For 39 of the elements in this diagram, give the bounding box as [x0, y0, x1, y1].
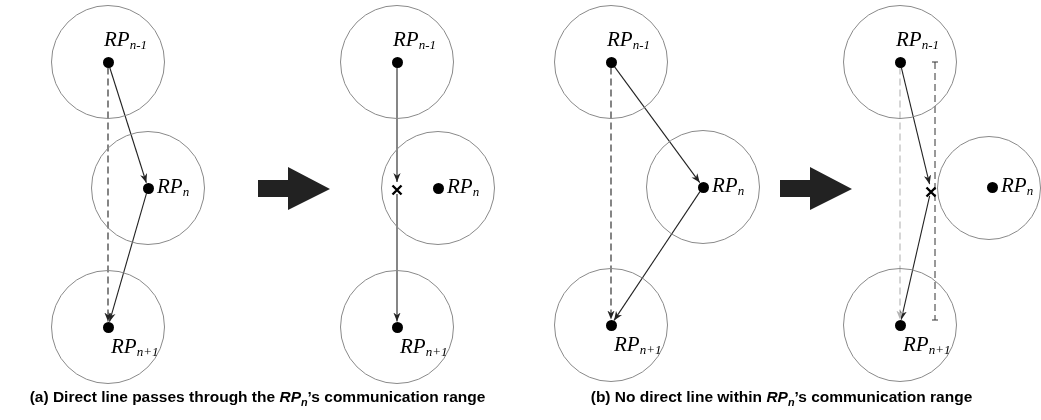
arrow	[108, 192, 148, 323]
point-dot	[142, 182, 154, 194]
dashed-arrow	[896, 66, 904, 321]
point-dot	[986, 181, 998, 193]
arrow	[900, 66, 931, 185]
point-label: RP$_{n+1}$	[400, 336, 448, 359]
point-label: RP$_{n}$	[1001, 175, 1034, 198]
arrow	[393, 66, 401, 183]
point-label: RP$_{n+1}$	[111, 336, 159, 359]
dashed-arrow	[104, 66, 112, 323]
arrow	[109, 66, 148, 184]
point-label: RP$_{n+1}$	[903, 334, 951, 357]
point-label: RP$_{n-1}$	[607, 29, 650, 52]
point-label: RP$_{n}$	[157, 176, 190, 199]
point-dot	[605, 319, 617, 331]
arrow	[613, 65, 701, 184]
point-label: RP$_{n-1}$	[393, 29, 436, 52]
arrow	[393, 193, 401, 323]
figure-caption: (b) No direct line within RP$_{n}$’s communication range	[589, 388, 974, 409]
cross-mark	[391, 182, 403, 194]
point-label: RP$_{n}$	[447, 176, 480, 199]
point-dot	[894, 319, 906, 331]
point-label: RP$_{n+1}$	[614, 334, 662, 357]
point-label: RP$_{n-1}$	[896, 29, 939, 52]
arrow	[899, 195, 931, 321]
point-dot	[605, 56, 617, 68]
point-dot	[894, 56, 906, 68]
point-dot	[391, 321, 403, 333]
arrow	[613, 191, 701, 321]
point-dot	[391, 56, 403, 68]
figure-caption: (a) Direct line passes through the RP$_{n}$’s communication range	[28, 388, 487, 409]
point-label: RP$_{n}$	[712, 175, 745, 198]
cross-mark	[925, 184, 937, 196]
point-dot	[102, 321, 114, 333]
point-dot	[102, 56, 114, 68]
point-dot	[432, 182, 444, 194]
point-dot	[697, 181, 709, 193]
dashed-arrow	[607, 66, 615, 321]
point-label: RP$_{n-1}$	[104, 29, 147, 52]
